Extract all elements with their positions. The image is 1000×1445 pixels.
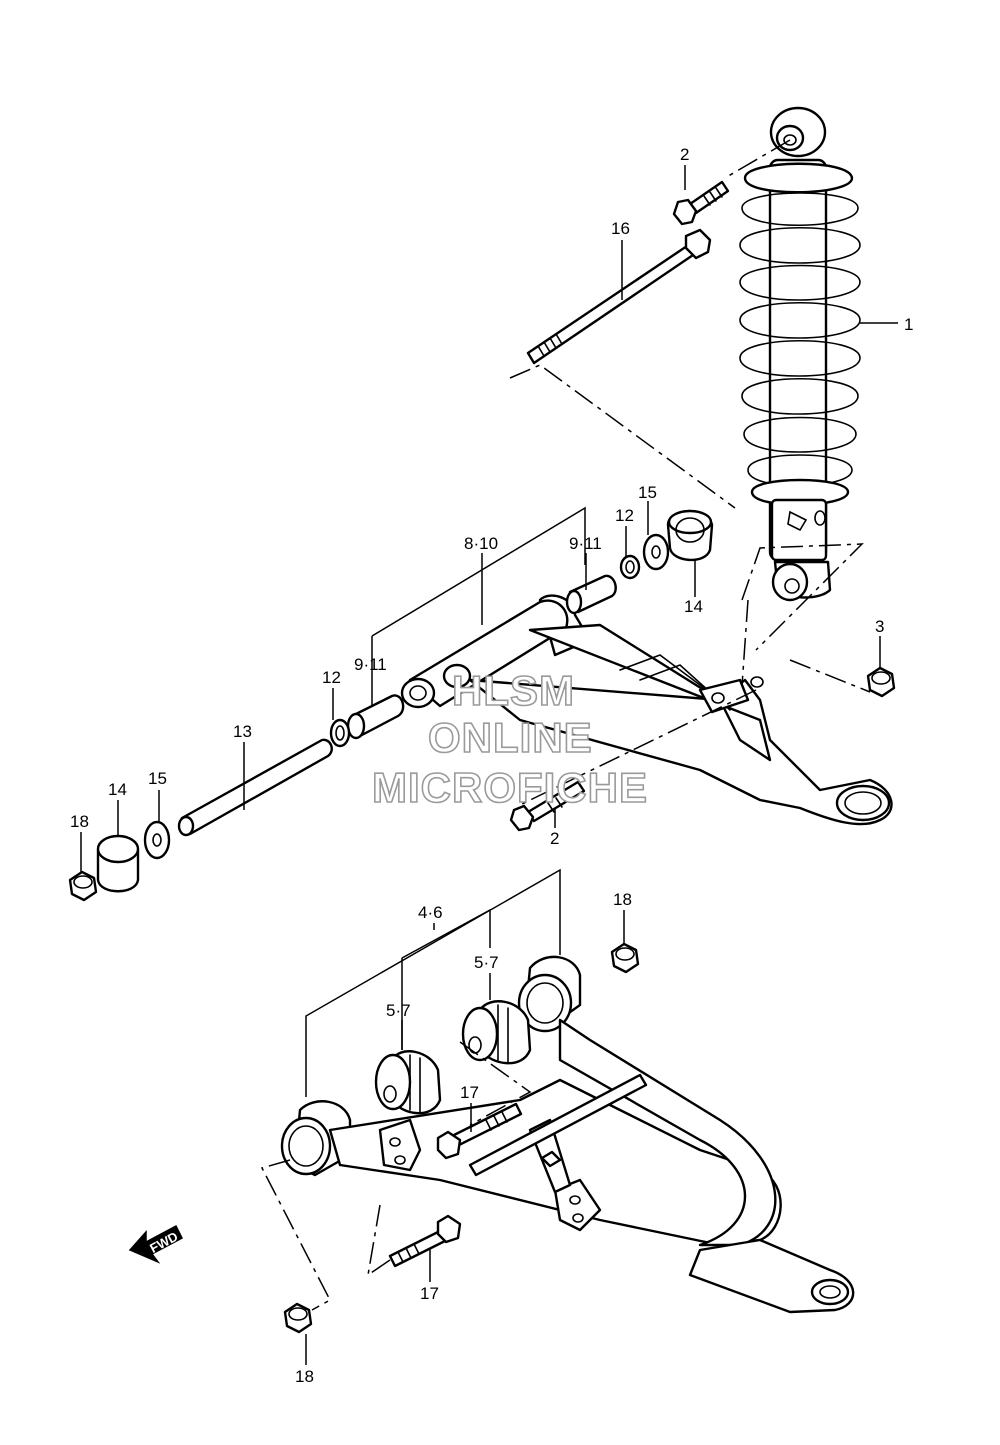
callout-9-11-left: 9·11 (354, 655, 387, 674)
nut-18-left[interactable] (68, 870, 98, 902)
callouts: 1 2 16 15 12 8·10 9·11 14 3 9·11 12 13 1… (70, 145, 913, 1386)
washer-15-left[interactable] (143, 820, 171, 860)
callout-8-10: 8·10 (464, 534, 498, 553)
bolt-17-top[interactable] (436, 1102, 523, 1160)
callout-5-7-right: 5·7 (474, 953, 499, 972)
callout-14-right: 14 (684, 597, 703, 616)
watermark-line3: MICROFICHE (372, 764, 648, 811)
callout-17-top: 17 (460, 1083, 479, 1102)
upper-arm[interactable] (400, 594, 893, 826)
cap-14-right[interactable] (666, 509, 714, 562)
callout-9-11-right: 9·11 (569, 534, 602, 553)
bolt-mid[interactable] (509, 780, 586, 832)
callout-12-right: 12 (615, 506, 634, 525)
callout-5-7-left: 5·7 (386, 1001, 411, 1020)
bushing-5-7-left[interactable] (374, 1050, 442, 1115)
callout-14-left: 14 (108, 780, 127, 799)
shock-absorber[interactable] (739, 106, 861, 602)
lower-arm[interactable] (280, 955, 855, 1314)
nut-18-right[interactable] (610, 942, 640, 974)
callout-16: 16 (611, 219, 630, 238)
watermark-line1: HLSM (452, 667, 575, 714)
bolt-top[interactable] (672, 180, 730, 226)
pivot-shaft[interactable] (177, 738, 333, 837)
bolt-long[interactable] (526, 228, 712, 365)
bolt-17-bottom[interactable] (388, 1214, 462, 1268)
fwd-label: FWD (147, 1229, 180, 1256)
bushing-9-11-left[interactable] (346, 694, 405, 740)
watermark-line2: ONLINE (428, 714, 593, 761)
callout-17-bottom: 17 (420, 1284, 439, 1303)
cap-14-left[interactable] (96, 834, 140, 893)
callout-18-left: 18 (70, 812, 89, 831)
bushing-9-11-right[interactable] (565, 574, 617, 615)
callout-3: 3 (875, 617, 884, 636)
leader-lines (80, 165, 898, 1365)
callout-13: 13 (233, 722, 252, 741)
callout-2-mid: 2 (550, 829, 559, 848)
callout-18-right: 18 (613, 890, 632, 909)
callout-15-left: 15 (148, 769, 167, 788)
washer-15-right[interactable] (642, 533, 670, 571)
callout-18-bottom: 18 (295, 1367, 314, 1386)
fwd-arrow-icon: FWD (128, 1224, 183, 1264)
nut-3[interactable] (866, 666, 896, 698)
callout-12-left: 12 (322, 668, 341, 687)
nut-18-bottom[interactable] (283, 1302, 313, 1334)
washer-12-right[interactable] (619, 554, 641, 580)
assembly-lines (260, 139, 871, 1311)
bushing-5-7-right[interactable] (461, 1000, 532, 1065)
callout-4-6: 4·6 (418, 903, 443, 922)
callout-2-top: 2 (680, 145, 689, 164)
callout-15-right: 15 (638, 483, 657, 502)
callout-1: 1 (904, 315, 913, 334)
watermark: HLSM ONLINE MICROFICHE (371, 666, 648, 812)
washer-12-left[interactable] (329, 718, 351, 748)
